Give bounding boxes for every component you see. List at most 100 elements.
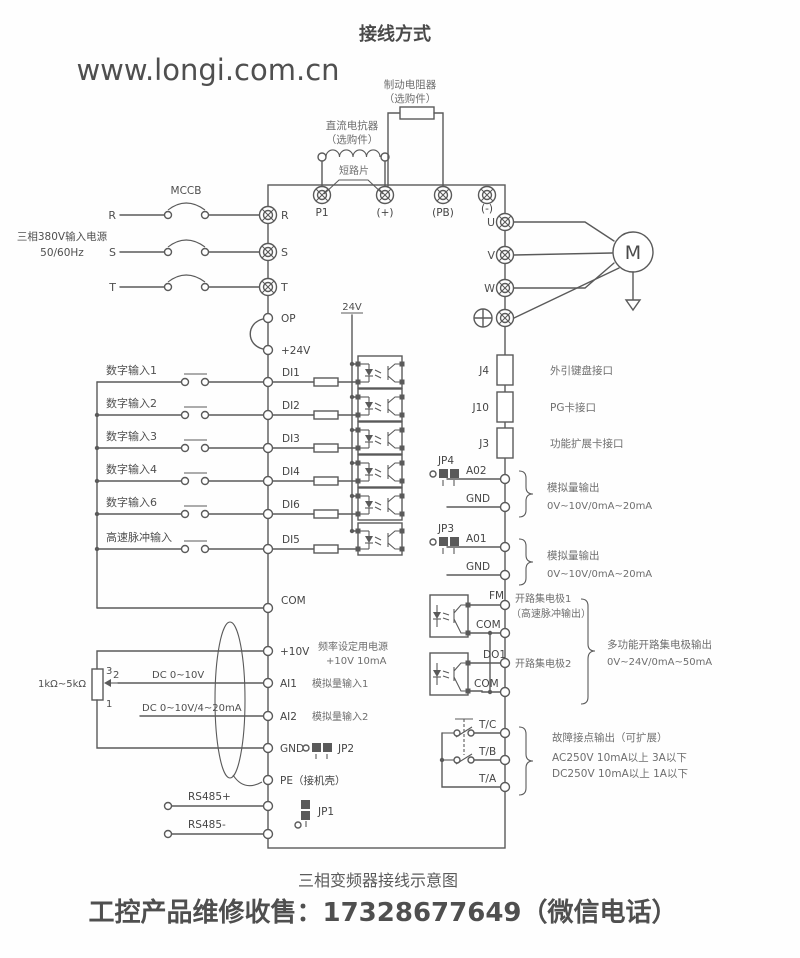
terminal-ai2-label: AI2 <box>280 711 297 723</box>
j4-label: J4 <box>478 365 489 377</box>
terminal-tc-label: T/C <box>478 719 496 731</box>
terminal-a01-label: A01 <box>466 533 487 545</box>
rail-24v-label: 24V <box>342 302 362 313</box>
phase-s-label: S <box>109 246 116 259</box>
brake-label-line2: （选购件） <box>384 92 437 105</box>
jp4-jumper-icon <box>429 469 459 486</box>
terminal-com2-label: COM <box>474 678 499 690</box>
terminal-di2 <box>262 409 274 421</box>
freq-power-desc2: +10V 10mA <box>326 656 387 667</box>
breaker-pole-icon <box>167 274 206 283</box>
optocoupler-icon <box>354 487 406 521</box>
terminal-tb <box>499 754 511 766</box>
oc-group-desc2: 0V~24V/0mA~50mA <box>607 657 712 668</box>
breaker-pole-icon <box>167 202 206 211</box>
j3-desc: 功能扩展卡接口 <box>550 437 624 450</box>
j4-desc: 外引键盘接口 <box>550 364 613 377</box>
connector-section: J4 J10 J3 外引键盘接口 PG卡接口 功能扩展卡接口 <box>472 354 624 459</box>
terminal-di4-label: DI4 <box>282 466 300 478</box>
terminal-minus-label: (-) <box>481 203 493 215</box>
resistor-icon <box>313 509 339 519</box>
digital-input-row-5: 数字输入6 DI6 <box>94 487 406 521</box>
control-power-section: OP +24V 24V <box>249 302 363 532</box>
source-label-line1: 三相380V输入电源 <box>17 230 108 243</box>
resistor-icon <box>399 106 435 120</box>
optocoupler-icon <box>354 388 406 422</box>
terminal-r-label: R <box>281 209 289 222</box>
relay-output-section: T/C T/B T/A 故障接点输出（可扩展） AC250V 10mA以上 3A… <box>439 718 688 796</box>
j10-label: J10 <box>472 402 489 414</box>
jp3-label: JP3 <box>437 523 454 535</box>
terminal-com2 <box>499 686 511 698</box>
digital-input-row-4: 数字输入4 DI4 <box>94 454 406 488</box>
analog-input-section: +10V 频率设定用电源 +10V 10mA AI1 模拟量输入1 AI2 模拟… <box>38 621 388 787</box>
terminal-10v-label: +10V <box>280 646 310 658</box>
jp1-label: JP1 <box>317 806 334 818</box>
resistor-icon <box>313 377 339 387</box>
resistor-icon <box>313 443 339 453</box>
brake-label-line1: 制动电阻器 <box>384 78 437 91</box>
brace <box>580 598 596 705</box>
jp3-jumper-icon <box>429 537 459 554</box>
terminal-a01-gnd <box>499 569 511 581</box>
pot-pin1-label: 1 <box>106 699 112 710</box>
comm-section: RS485+ RS485- JP1 <box>163 791 334 840</box>
com-row: COM <box>96 595 306 614</box>
terminal-ta <box>499 781 511 793</box>
terminal-r-screw <box>258 205 278 225</box>
terminal-u-screw <box>495 212 515 232</box>
digital-input-section: 数字输入1 DI1 数字输入2 DI2 <box>94 355 406 614</box>
ai2-desc: 模拟量输入2 <box>312 710 368 723</box>
open-collector-section: FM COM DO1 COM 开路集电极1 （高速脉冲输出） 开路集电极2 多功… <box>429 590 712 705</box>
terminal-gnd <box>262 742 274 754</box>
pe-earth-symbol <box>473 308 493 328</box>
terminal-10v <box>262 645 274 657</box>
di6-label: 数字输入6 <box>106 495 157 509</box>
motor-label: M <box>625 242 641 264</box>
terminal-di4 <box>262 475 274 487</box>
jp1-jumper-icon <box>294 800 310 829</box>
terminal-com-label: COM <box>281 595 306 607</box>
terminal-ai1 <box>262 677 274 689</box>
terminal-a02-label: A02 <box>466 465 487 477</box>
phase-t-label: T <box>108 281 116 294</box>
terminal-gnd-label: GND <box>280 743 304 755</box>
resistor-icon <box>313 544 339 554</box>
page-title: 接线方式 <box>359 23 431 45</box>
terminal-di1 <box>262 376 274 388</box>
a02-desc1: 模拟量输出 <box>547 481 600 494</box>
terminal-p1-screw <box>312 185 332 205</box>
watermark-url: www.longi.com.cn <box>76 53 339 87</box>
di3-label: 数字输入3 <box>106 429 157 443</box>
mccb-label: MCCB <box>171 185 202 197</box>
relay-desc2: AC250V 10mA以上 3A以下 <box>552 752 687 764</box>
terminal-di3 <box>262 442 274 454</box>
resistor-icon <box>313 410 339 420</box>
phase-s-row: S S <box>109 239 288 262</box>
analog-output-section: JP4 A02 GND 模拟量输出 0V~10V/0mA~20mA JP3 A0… <box>429 455 652 586</box>
optocoupler-icon <box>354 522 406 556</box>
motor-ground-icon <box>624 271 642 312</box>
contact-banner: 工控产品维修收售：17328677649（微信电话） <box>89 897 678 928</box>
terminal-tc <box>499 727 511 739</box>
j4-connector-icon <box>496 354 514 386</box>
phase-t-row: T T <box>108 274 288 297</box>
brace <box>518 538 534 586</box>
op-24v-jumper-wire <box>249 318 264 350</box>
freq-power-desc1: 频率设定用电源 <box>318 640 388 653</box>
fm-optocoupler-icon <box>429 594 472 638</box>
terminal-ai1-label: AI1 <box>280 678 297 690</box>
relay-contact-icon <box>439 718 501 788</box>
a02-desc2: 0V~10V/0mA~20mA <box>547 501 652 512</box>
dc-bus-section: P1 (+) (PB) (-) 直流电抗器 （选购件） 短路片 制动电阻器 （选… <box>312 78 497 219</box>
terminal-pe-screw <box>495 308 515 328</box>
terminal-di6 <box>262 508 274 520</box>
relay-desc3: DC250V 10mA以上 1A以下 <box>552 768 688 780</box>
terminal-pb-screw <box>433 185 453 205</box>
power-input-section: 三相380V输入电源 50/60Hz MCCB R R S S T <box>17 185 289 297</box>
rs485-plus-label: RS485+ <box>188 791 231 803</box>
potentiometer: 1kΩ~5kΩ 3 2 1 <box>38 666 119 710</box>
terminal-pe <box>262 774 274 786</box>
reactor-label-line2: （选购件） <box>326 133 379 146</box>
